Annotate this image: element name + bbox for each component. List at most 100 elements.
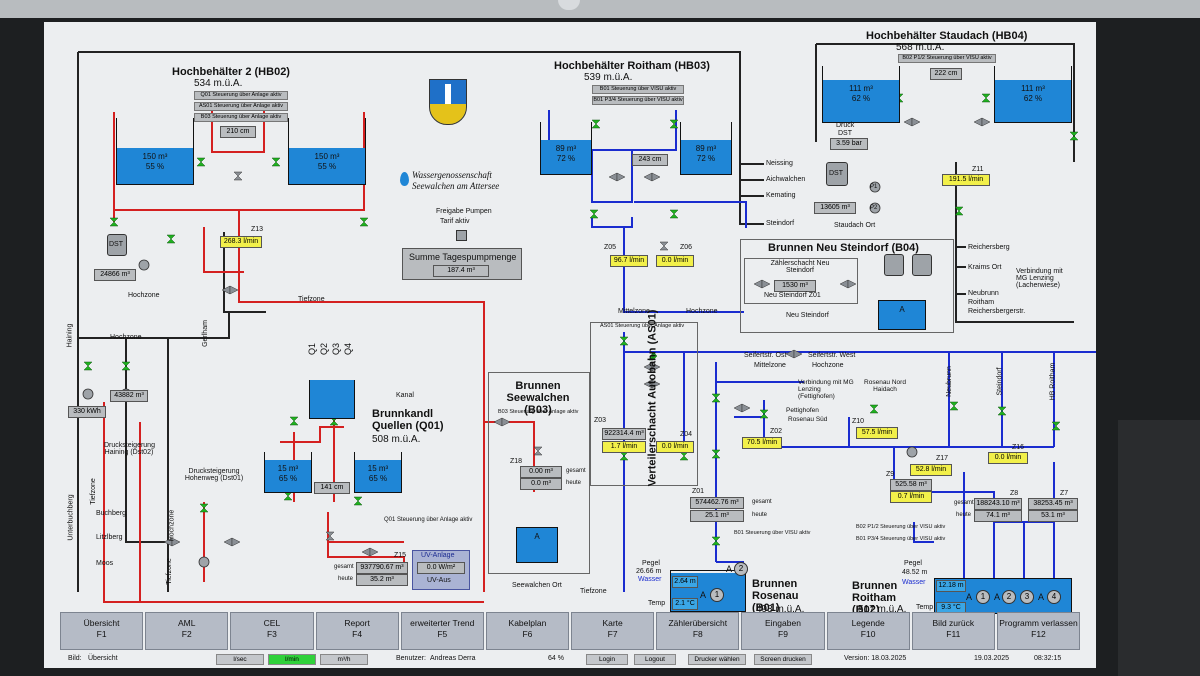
fkey-key: F10 xyxy=(860,629,876,639)
b01-title: Brunnen Rosenau (B01) xyxy=(752,578,799,614)
label-hochzone-1: Hochzone xyxy=(128,292,160,299)
fkey-label: Zählerübersicht xyxy=(668,618,728,628)
login-button[interactable]: Login xyxy=(586,654,628,665)
pipe-network xyxy=(77,43,1096,603)
label-haining: Haining xyxy=(66,323,74,348)
screen-drucken-button[interactable]: Screen drucken xyxy=(754,654,812,665)
status-time: 08:32:15 xyxy=(1034,655,1062,662)
logo-line-2: Seewalchen am Attersee xyxy=(412,181,500,191)
hb04-title: Hochbehälter Staudach (HB04) xyxy=(866,30,1028,42)
uv-state: UV-Aus xyxy=(427,577,451,584)
hb03-level: 243 cm xyxy=(632,154,668,166)
unit-lsec-button[interactable]: l/sec xyxy=(216,654,264,665)
b02-pump-1-icon[interactable]: 1 xyxy=(976,590,990,604)
label-steindorf: Steindorf xyxy=(766,220,795,227)
b02-altitude: 517 m.ü.A. xyxy=(858,604,907,615)
freigabe-indicator[interactable] xyxy=(456,230,467,241)
label-pettighofen: Pettighofen xyxy=(786,407,819,414)
hb04-dst: DST xyxy=(829,170,843,177)
fkey-key: F12 xyxy=(1031,629,1046,639)
hb02-tank-left-pct: 55 % xyxy=(145,162,165,171)
b03-heute-label: heute xyxy=(566,480,582,486)
fkey-label: Report xyxy=(344,618,370,628)
label-hochzone-4: Hochzone xyxy=(686,308,718,315)
label-hochzone-3: Hochzone xyxy=(168,509,176,542)
label-seewalchen-ort: Seewalchen Ort xyxy=(512,582,562,589)
hb04-p2: P2 xyxy=(870,205,878,211)
b01-pegel: 26.66 m xyxy=(636,568,662,575)
status-version: Version: 18.03.2025 xyxy=(844,655,907,662)
b02-pump-3-icon[interactable]: 3 xyxy=(1020,590,1034,604)
hb02-z13: Z13 xyxy=(251,226,264,233)
haining-title: Drucksteigerung Haining (Dst02) xyxy=(104,442,155,456)
b02-pegel: 48.52 m xyxy=(902,569,928,576)
b02-pump-2-icon[interactable]: 2 xyxy=(1002,590,1016,604)
label-neissing: Neissing xyxy=(766,160,793,167)
b01-pump-2-icon[interactable]: 2 xyxy=(734,562,748,576)
drucker-waehlen-button[interactable]: Drucker wählen xyxy=(688,654,746,665)
hb04-altitude: 568 m.ü.A. xyxy=(896,42,945,53)
label-reichersbergerstr: Reichersbergerstr. xyxy=(968,308,1026,315)
label-tiefzone-1: Tiefzone xyxy=(298,296,325,303)
summe-value: 187.4 m³ xyxy=(433,265,489,277)
status-bar: Bild: Übersicht l/sec l/min m³/h Benutze… xyxy=(60,652,1080,666)
label-moos: Moos xyxy=(96,560,114,567)
fkey-label: Programm verlassen xyxy=(999,618,1078,628)
hp-logo-icon xyxy=(558,0,580,10)
hohenweg-title: Drucksteigerung Hohenweg (Dst01) xyxy=(184,468,244,482)
unit-lmin-button[interactable]: l/min xyxy=(268,654,316,665)
z7-heute: 53.1 m³ xyxy=(1028,510,1078,522)
haining-counter: 43882 m³ xyxy=(110,390,148,402)
freigabe-line-1: Freigabe Pumpen xyxy=(436,208,492,215)
logout-button[interactable]: Logout xyxy=(634,654,676,665)
hb04-druck: 3.59 bar xyxy=(830,138,868,150)
b02-wasser: 12.18 m xyxy=(936,580,966,592)
label-hb-roitham-v: HB Roitham xyxy=(1049,362,1057,401)
hb02-dst-icon xyxy=(107,234,127,256)
b01-pump-1-icon[interactable]: 1 xyxy=(710,588,724,602)
summe-panel: Summe Tagespumpmenge 187.4 m³ xyxy=(402,248,522,280)
uv-title: UV-Anlage xyxy=(421,552,455,559)
hb02-z13-flow: 268.3 l/min xyxy=(220,236,262,248)
z10-label: Z10 xyxy=(852,418,865,425)
hb04-status-1: B02 P1/2 Steuerung über VISU aktiv xyxy=(898,54,996,63)
b04-title: Brunnen Neu Steindorf (B04) xyxy=(768,242,919,254)
fkey-key: F6 xyxy=(522,629,533,639)
b02-pegel-label: Pegel xyxy=(904,560,922,567)
z02-flow: 70.5 l/min xyxy=(742,437,782,449)
status-bild: Übersicht xyxy=(88,655,118,662)
fkey-label: Übersicht xyxy=(83,618,120,628)
z9-flow: 0.7 l/min xyxy=(890,491,932,503)
fkey-key: F4 xyxy=(352,629,363,639)
label-mittelzone-1: Mittelzone xyxy=(618,308,650,315)
unit-m3h-button[interactable]: m³/h xyxy=(320,654,368,665)
as01-status: AS01 Steuerung über Anlage aktiv xyxy=(600,323,685,329)
uv-panel[interactable]: UV-Anlage 0.0 W/m² UV-Aus xyxy=(412,550,470,590)
hb04-tank-left-vol: 111 m³ xyxy=(849,84,873,93)
fkey-key: F2 xyxy=(181,629,192,639)
label-verbindung-mg: Verbindung mit MG Lenzing (Lacherwiese) xyxy=(1016,268,1063,289)
b02-pump-4-icon[interactable]: 4 xyxy=(1047,590,1061,604)
as01-z03-counter: 922314.4 m³ xyxy=(602,428,646,440)
label-neubrunn: Neubrunn xyxy=(968,290,999,297)
fkey-key: F7 xyxy=(607,629,618,639)
hb02-dst-label: DST xyxy=(109,241,123,248)
hb03-z06: Z06 xyxy=(680,244,693,251)
haining-kwh: 330 kWh xyxy=(68,406,106,418)
hb02-title: Hochbehälter 2 (HB02) xyxy=(172,66,290,78)
fkey-key: F5 xyxy=(437,629,448,639)
